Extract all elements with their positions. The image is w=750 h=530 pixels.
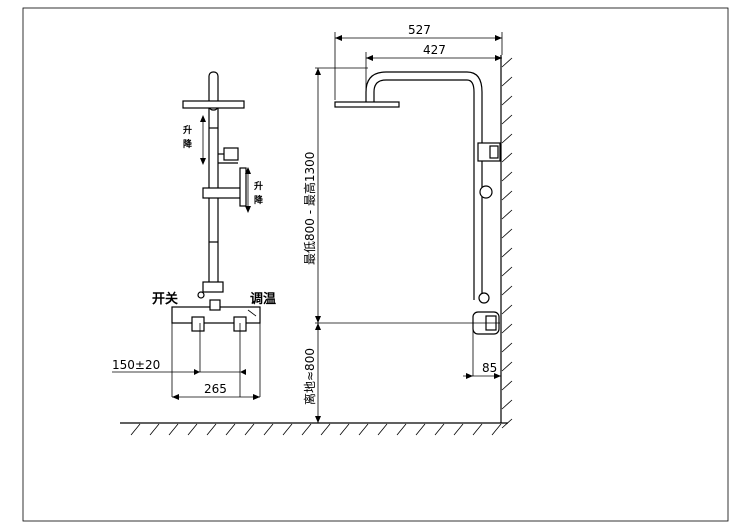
lift-label-2: 升 [254,180,263,192]
switch-label: 开关 [152,291,178,307]
width-arm-dimension [365,52,502,92]
inlet-spacing-dimension [112,369,246,375]
inlet-spacing-value: 150±20 [112,358,160,372]
body-width-value: 265 [204,382,227,396]
lift-arrow-1 [200,115,206,165]
drawing-frame [22,7,729,522]
shower-head-front [182,100,245,109]
lower-label-2: 降 [254,194,264,206]
body-width-dimension [172,394,260,400]
connector [202,281,224,293]
floor [120,422,508,436]
width-total-dimension [334,32,503,100]
lift-arrow-2 [245,167,251,213]
hand-shower [239,167,247,207]
floor-height-dimension [315,323,321,423]
left-handle [191,316,205,332]
temp-control-label: 调温 [250,292,276,307]
width-arm-value: 427 [423,43,446,57]
wall-offset-value: 85 [482,361,497,375]
width-total-value: 527 [408,23,431,37]
height-range-value: 最低800 - 最高1300 [302,152,317,265]
wall-offset-dimension [463,373,501,379]
slider-holder [202,187,244,199]
lower-label-1: 降 [183,138,193,150]
side-view [334,71,501,376]
lift-label-1: 升 [183,124,192,136]
side-bracket [223,147,239,161]
wall [500,55,513,429]
height-range-dimension [315,68,321,323]
front-view [171,71,261,397]
shower-head-side [334,101,400,108]
floor-height-value: 离地≈800 [302,348,317,405]
slider-knob [479,185,493,199]
